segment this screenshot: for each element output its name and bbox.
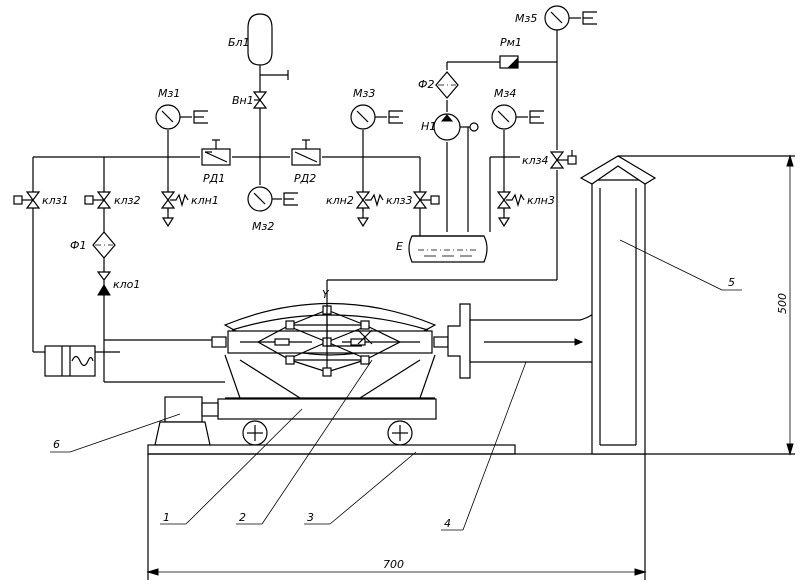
- central-riser: [259, 65, 289, 185]
- dim-height-label: 500: [776, 293, 789, 314]
- flow-regulator-rm1: [499, 55, 519, 69]
- label-rm1: Рм1: [500, 36, 522, 49]
- valve-kln1: [160, 191, 189, 228]
- valve-klz1: [13, 191, 41, 209]
- valve-kln2: [355, 191, 384, 228]
- gauge-mz4: [491, 104, 544, 130]
- label-bl1: Бл1: [228, 36, 250, 49]
- dim-width-label: 700: [383, 558, 404, 571]
- valve-vn1: [252, 91, 268, 109]
- valve-klz4: [549, 150, 577, 169]
- valve-klz2: [84, 191, 112, 209]
- gauge-mz2: [247, 186, 298, 212]
- label-vn1: Вн1: [232, 94, 254, 107]
- filter-f2: [435, 71, 459, 99]
- label-kln2: клн2: [326, 194, 354, 207]
- exhaust-stack: [579, 155, 795, 455]
- valve-kln3: [496, 191, 525, 228]
- callout-6: 6: [53, 438, 60, 451]
- label-klz4: клз4: [522, 154, 549, 167]
- label-kln1: клн1: [191, 194, 219, 207]
- dim-height: [786, 154, 794, 456]
- label-y-axis: Y: [322, 288, 330, 301]
- regulator-rd2: [291, 139, 321, 166]
- base-plate: [147, 444, 795, 580]
- label-mz3: Мз3: [353, 87, 375, 100]
- gauge-mz1: [155, 104, 208, 130]
- filter-f1: [92, 231, 116, 259]
- callouts: [50, 239, 742, 531]
- callout-2: 2: [239, 511, 246, 524]
- label-kln3: клн3: [527, 194, 555, 207]
- label-rd1: РД1: [203, 172, 225, 185]
- balloon-bl1: [247, 13, 273, 66]
- label-klo1: клo1: [113, 278, 140, 291]
- hydraulic-cylinder: [44, 345, 96, 377]
- label-n1: Н1: [421, 120, 436, 133]
- tank-e: [408, 235, 488, 263]
- label-mz4: Мз4: [494, 87, 516, 100]
- label-mz5: Мз5: [515, 12, 537, 25]
- label-e: Е: [396, 240, 403, 253]
- label-mz2: Мз2: [252, 220, 274, 233]
- valve-klz3: [412, 191, 440, 209]
- test-rig: [211, 300, 449, 399]
- callout-1: 1: [163, 511, 170, 524]
- callout-3: 3: [307, 511, 314, 524]
- pump-n1: [433, 113, 479, 141]
- regulator-rd1: [201, 139, 231, 166]
- gauge-mz3: [350, 104, 403, 130]
- gauge-mz5: [544, 5, 597, 31]
- dim-width: [146, 568, 647, 576]
- callout-4: 4: [444, 517, 451, 530]
- label-f2: Ф2: [418, 78, 434, 91]
- callout-5: 5: [728, 276, 735, 289]
- label-f1: Ф1: [70, 239, 86, 252]
- label-klz2: клз2: [114, 194, 141, 207]
- label-klz1: клз1: [42, 194, 69, 207]
- label-klz3: клз3: [386, 194, 413, 207]
- check-valve-klo1: [96, 271, 112, 296]
- label-mz1: Мз1: [158, 87, 180, 100]
- trolley: [154, 396, 437, 446]
- label-rd2: РД2: [294, 172, 316, 185]
